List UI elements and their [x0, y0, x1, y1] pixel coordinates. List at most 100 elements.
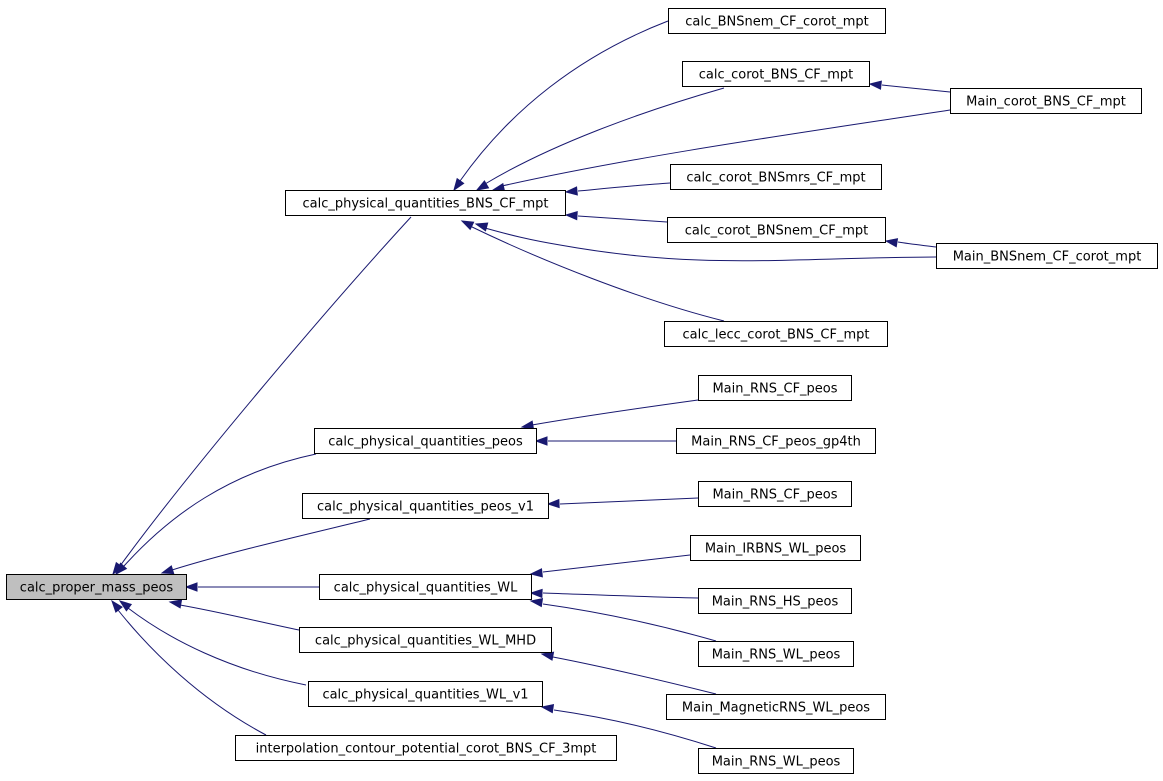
node-main-rns-wl-2[interactable]: Main_RNS_WL_peos — [698, 748, 854, 774]
node-main-bnsnem[interactable]: Main_BNSnem_CF_corot_mpt — [936, 243, 1158, 269]
node-main-rns-cf-1[interactable]: Main_RNS_CF_peos — [698, 375, 852, 401]
edge-layer — [111, 20, 951, 749]
arrowhead-icon — [184, 582, 198, 592]
node-box — [950, 88, 1142, 114]
node-main-rns-cf-gp4[interactable]: Main_RNS_CF_peos_gp4th — [676, 428, 876, 454]
node-box — [299, 627, 552, 653]
node-label: calc_physical_quantities_BNS_CF_mpt — [302, 197, 548, 212]
node-main-corot-bns[interactable]: Main_corot_BNS_CF_mpt — [950, 88, 1142, 114]
arrowhead-icon — [168, 599, 183, 609]
arrowhead-icon — [475, 180, 490, 191]
node-box — [667, 217, 886, 243]
node-cpq-peos[interactable]: calc_physical_quantities_peos — [314, 428, 537, 454]
node-cpq-peos-v1[interactable]: calc_physical_quantities_peos_v1 — [302, 493, 549, 519]
edge-line — [577, 215, 668, 223]
node-cpq-bns[interactable]: calc_physical_quantities_BNS_CF_mpt — [285, 190, 566, 216]
edge-line — [542, 603, 717, 642]
node-main-magnetic[interactable]: Main_MagneticRNS_WL_peos — [666, 694, 886, 720]
arrowhead-icon — [884, 238, 899, 248]
node-bnsnem-corot[interactable]: calc_BNSnem_CF_corot_mpt — [668, 8, 886, 34]
edge-main_corot_bns-to-cpq_bns — [491, 109, 951, 193]
edge-main_rns_wl_1-to-cpq_wl — [529, 597, 717, 642]
edge-line — [559, 497, 699, 505]
arrowhead-icon — [529, 588, 543, 599]
node-box — [670, 164, 882, 190]
node-box — [6, 574, 187, 600]
edge-main_irbns-to-cpq_wl — [529, 554, 691, 578]
node-corot-bnsmrs[interactable]: calc_corot_BNSmrs_CF_mpt — [670, 164, 882, 190]
edge-line — [881, 84, 951, 93]
edge-line — [501, 109, 951, 187]
node-root: calc_proper_mass_peos — [6, 574, 187, 600]
node-interp[interactable]: interpolation_contour_potential_corot_BN… — [235, 735, 617, 761]
arrowhead-icon — [546, 498, 560, 509]
node-cpq-wl[interactable]: calc_physical_quantities_WL — [319, 574, 532, 600]
node-main-rns-cf-2[interactable]: Main_RNS_CF_peos — [698, 481, 852, 507]
node-label: calc_corot_BNSmrs_CF_mpt — [686, 171, 865, 186]
node-label: Main_RNS_CF_peos — [712, 382, 837, 397]
node-box — [690, 535, 861, 561]
node-label: Main_RNS_HS_peos — [712, 595, 839, 610]
node-main-rns-hs[interactable]: Main_RNS_HS_peos — [698, 588, 852, 614]
node-label: calc_physical_quantities_peos — [328, 435, 523, 450]
node-label: calc_lecc_corot_BNS_CF_mpt — [683, 328, 870, 343]
edge-interp-to-root — [111, 599, 267, 736]
edge-main_rns_hs-to-cpq_wl — [529, 588, 699, 599]
node-label: Main_RNS_WL_peos — [712, 755, 841, 770]
edge-lecc-to-cpq_bns — [460, 220, 725, 322]
node-cpq-wl-mhd[interactable]: calc_physical_quantities_WL_MHD — [299, 627, 552, 653]
edge-corot_bnsnem-to-cpq_bns — [564, 211, 668, 223]
edge-line — [117, 609, 267, 736]
edge-line — [171, 518, 371, 571]
node-box — [698, 641, 854, 667]
node-box — [698, 481, 852, 507]
node-box — [664, 321, 888, 347]
edge-line — [897, 241, 937, 248]
edge-cpq_peos-to-root — [115, 453, 317, 576]
node-box — [235, 735, 617, 761]
node-cpq-wl-v1[interactable]: calc_physical_quantities_WL_v1 — [308, 681, 543, 707]
node-box — [666, 694, 886, 720]
edge-cpq_bns-to-root — [112, 216, 412, 576]
node-box — [698, 375, 852, 401]
edge-line — [552, 656, 717, 695]
node-label: calc_corot_BNS_CF_mpt — [699, 68, 854, 83]
arrowhead-icon — [868, 80, 882, 90]
edge-cpq_wl-to-root — [184, 582, 319, 592]
arrowhead-icon — [160, 565, 175, 575]
edge-line — [553, 709, 717, 749]
node-label: calc_physical_quantities_peos_v1 — [317, 500, 534, 515]
arrowhead-icon — [540, 651, 555, 661]
edge-line — [469, 225, 725, 322]
arrowhead-icon — [520, 420, 535, 430]
node-label: calc_physical_quantities_WL_v1 — [322, 688, 528, 703]
edge-line — [119, 216, 412, 567]
node-corot-bnsnem[interactable]: calc_corot_BNSnem_CF_mpt — [667, 217, 886, 243]
arrowhead-icon — [564, 186, 578, 196]
edge-main_magnetic-to-cpq_wl_mhd — [540, 651, 717, 695]
node-box — [314, 428, 537, 454]
arrowhead-icon — [529, 597, 544, 608]
node-label: Main_RNS_CF_peos — [712, 488, 837, 503]
node-box — [676, 428, 876, 454]
node-main-rns-wl-1[interactable]: Main_RNS_WL_peos — [698, 641, 854, 667]
arrowhead-icon — [115, 562, 128, 576]
node-main-irbns[interactable]: Main_IRBNS_WL_peos — [690, 535, 861, 561]
node-box — [668, 8, 886, 34]
edge-line — [123, 453, 317, 567]
edge-line — [484, 87, 725, 185]
edge-line — [577, 182, 671, 192]
node-lecc[interactable]: calc_lecc_corot_BNS_CF_mpt — [664, 321, 888, 347]
node-label: calc_physical_quantities_WL — [334, 581, 518, 596]
node-label: Main_RNS_CF_peos_gp4th — [691, 435, 861, 450]
edge-line — [179, 604, 300, 631]
node-label: calc_BNSnem_CF_corot_mpt — [685, 15, 868, 30]
edge-corot_bnsmrs-to-cpq_bns — [564, 182, 671, 196]
edge-bnsnem_corot-to-cpq_bns — [453, 20, 669, 192]
node-corot-bns[interactable]: calc_corot_BNS_CF_mpt — [682, 61, 870, 87]
node-label: Main_BNSnem_CF_corot_mpt — [953, 250, 1142, 265]
edge-main_bnsnem-to-corot_bnsnem — [884, 238, 937, 248]
node-label: Main_corot_BNS_CF_mpt — [966, 95, 1126, 110]
edge-cpq_wl_mhd-to-root — [168, 599, 300, 631]
